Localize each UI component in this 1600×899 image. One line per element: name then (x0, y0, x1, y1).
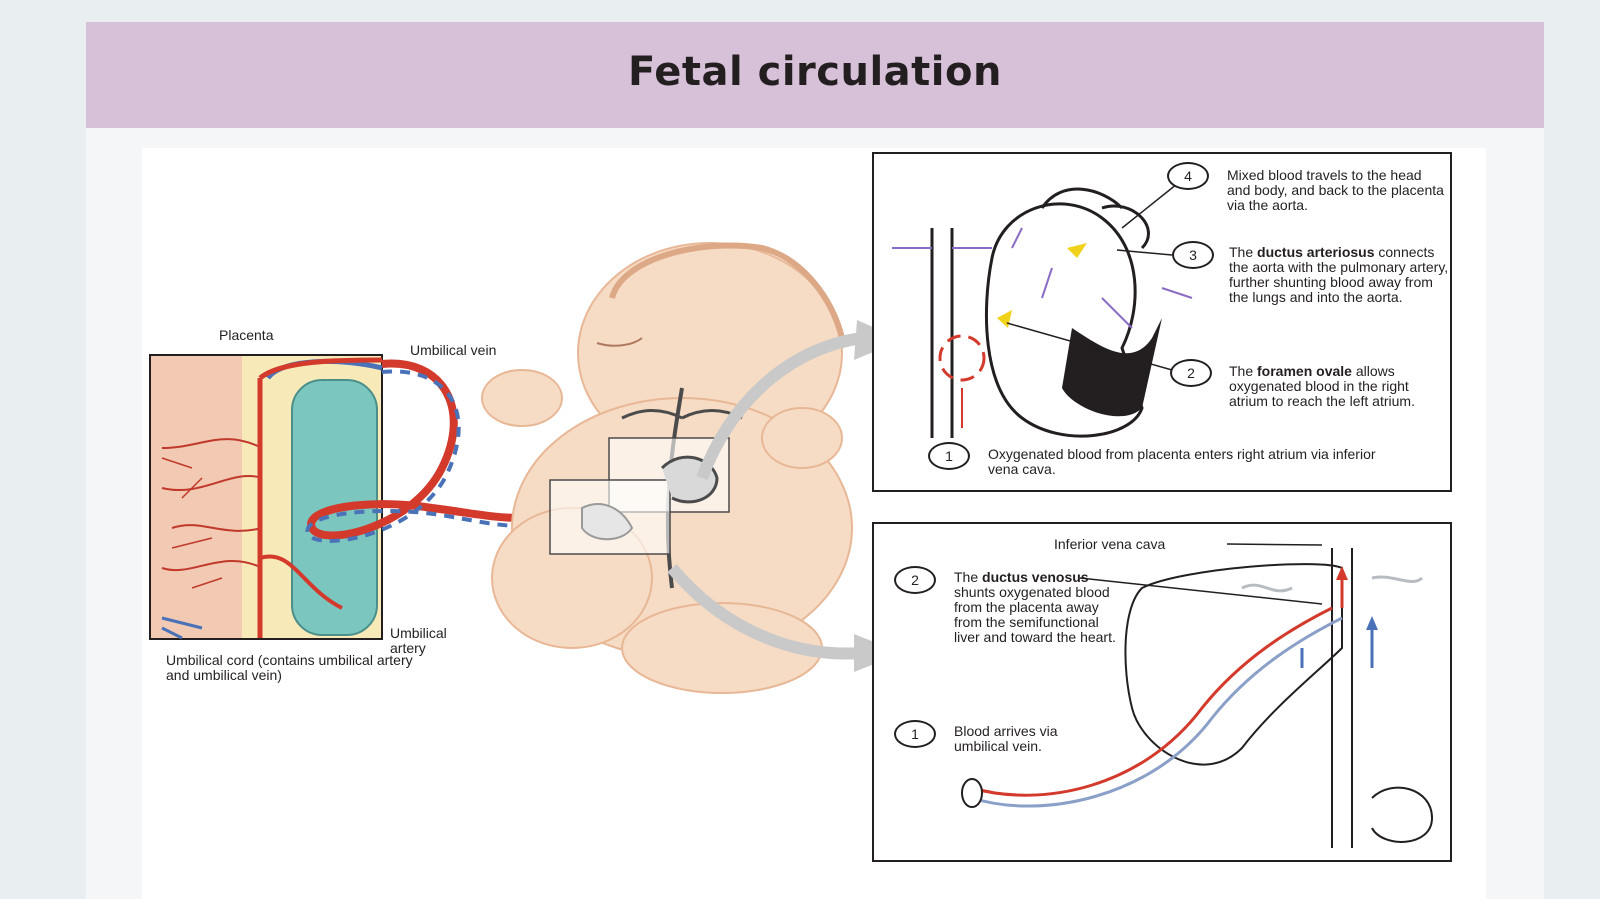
heart-step-1-text: Oxygenated blood from placenta enters ri… (988, 446, 1376, 477)
slide-title: Fetal circulation (628, 49, 1002, 95)
liver-panel (872, 522, 1452, 862)
heart-step-3-text: The ductus arteriosus connects the aorta… (1229, 245, 1449, 305)
liver-step-2-prefix: The (954, 569, 983, 585)
heart-step-1-number: 1 (928, 442, 970, 470)
placenta-illustration (149, 354, 383, 640)
heart-step-3-suffix: connects the aorta with the pulmonary ar… (1229, 244, 1449, 305)
slide: Fetal circulation (86, 22, 1544, 899)
title-band: Fetal circulation (86, 22, 1544, 128)
liver-step-2-number: 2 (894, 566, 936, 594)
heart-step-2-term: foramen ovale (1257, 363, 1352, 379)
label-inferior-vena-cava: Inferior vena cava (1054, 536, 1166, 552)
heart-panel (872, 152, 1452, 492)
fetus-illustration (481, 242, 853, 694)
fetal-circulation-figure: Placenta Umbilical vein Umbilical artery… (142, 148, 1486, 899)
liver-step-2-term: ductus venosus (982, 569, 1089, 585)
zoom-arrows (667, 320, 902, 672)
heart-step-3-term: ductus arteriosus (1257, 244, 1375, 260)
label-umbilical-cord: Umbilical cord (contains umbilical arter… (166, 652, 413, 683)
liver-step-1-number: 1 (894, 720, 936, 748)
heart-step-2-prefix: The (1229, 363, 1258, 379)
liver-step-1-text: Blood arrives via umbilical vein. (954, 723, 1058, 754)
heart-step-3-number: 3 (1172, 241, 1214, 269)
liver-step-2-text: The ductus venosus shunts oxygenated blo… (954, 570, 1124, 645)
heart-step-2-number: 2 (1170, 359, 1212, 387)
heart-step-2-suffix: allows oxygenated blood in the right atr… (1229, 363, 1415, 409)
heart-step-2-text: The foramen ovale allows oxygenated bloo… (1229, 364, 1429, 409)
label-placenta: Placenta (219, 327, 274, 343)
liver-step-2-suffix: shunts oxygenated blood from the placent… (954, 584, 1116, 645)
figure-illustration (149, 152, 1452, 862)
label-umbilical-artery: Umbilical artery (390, 625, 447, 656)
heart-step-4-number: 4 (1167, 162, 1209, 190)
heart-step-4-text: Mixed blood travels to the head and body… (1227, 167, 1444, 213)
heart-step-3-prefix: The (1229, 244, 1258, 260)
label-umbilical-vein: Umbilical vein (410, 342, 497, 358)
